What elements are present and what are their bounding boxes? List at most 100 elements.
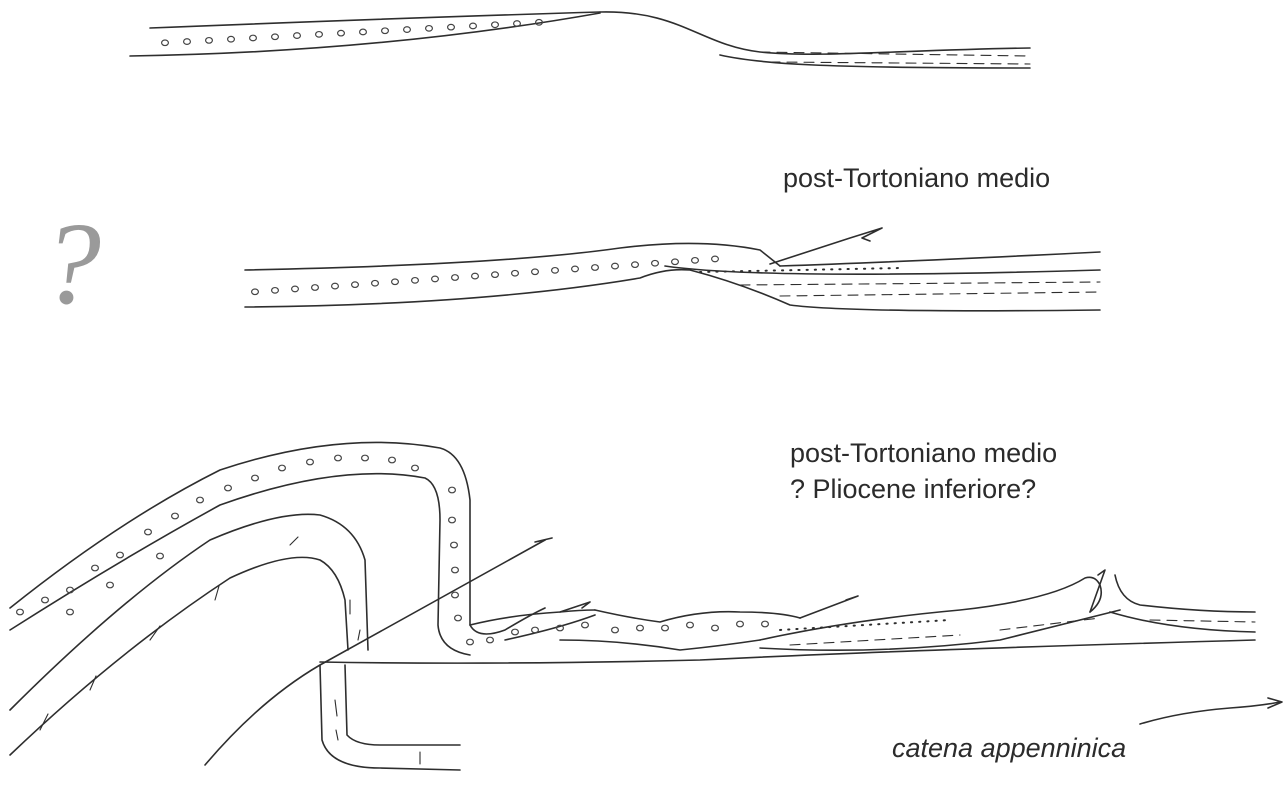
stage-3-label-line-1: post-Tortoniano medio: [790, 438, 1057, 469]
pebble: [252, 475, 259, 481]
pebble: [292, 286, 299, 292]
section-2: [245, 228, 1100, 311]
pebble: [672, 259, 679, 265]
pebble: [612, 263, 619, 269]
pebble: [157, 553, 164, 559]
direction-label: catena appenninica: [892, 733, 1126, 764]
pebble: [362, 455, 369, 461]
section-3-conglomerate-outer: [10, 442, 545, 634]
section-3-sheet-1-top: [470, 610, 595, 625]
pebble: [449, 487, 456, 493]
pebble: [206, 38, 213, 44]
section-3-sheet-2-base: [560, 640, 760, 650]
pebble: [514, 21, 521, 27]
pebble: [737, 621, 744, 627]
pebble: [335, 455, 342, 461]
pebble: [294, 33, 301, 39]
pebble: [662, 625, 669, 631]
pebble: [572, 266, 579, 272]
section-2-contact: [665, 266, 1100, 274]
pebble: [637, 625, 644, 631]
pebble: [652, 260, 659, 266]
pebble: [687, 622, 694, 628]
section-3-limestone-lower-inner: [345, 665, 460, 745]
pebble: [532, 627, 539, 633]
direction-arrow: [1140, 702, 1280, 724]
pebble: [582, 622, 589, 628]
stage-3-label-line-2: ? Pliocene inferiore?: [790, 474, 1036, 505]
pebble: [162, 40, 169, 46]
pebble: [712, 256, 719, 262]
pebble: [184, 39, 191, 45]
pebble: [448, 24, 455, 30]
pebble: [692, 258, 699, 264]
pebble: [455, 615, 462, 621]
pebble: [512, 629, 519, 635]
pebble: [412, 278, 419, 284]
pebble: [352, 282, 359, 288]
pebble: [492, 22, 499, 28]
pebble: [470, 23, 477, 29]
pebble: [225, 485, 232, 491]
pebble: [452, 275, 459, 281]
section-3-thrust-arrow-2: [800, 596, 858, 618]
pebble: [272, 34, 279, 40]
pebble: [452, 592, 459, 598]
pebble: [332, 283, 339, 289]
pebble: [592, 265, 599, 271]
section-3-sheet-3-base: [760, 610, 1120, 650]
section-2-clay-fill-2: [780, 292, 1100, 296]
pebble: [372, 280, 379, 286]
pebble: [228, 36, 235, 42]
question-mark: ?: [42, 205, 101, 323]
pebble: [272, 288, 279, 294]
pebble: [67, 609, 74, 615]
pebble: [338, 30, 345, 36]
pebble: [426, 26, 433, 32]
pebble: [172, 513, 179, 519]
pebble: [467, 639, 474, 645]
section-3-main-thrust: [205, 540, 545, 765]
pebble: [389, 457, 396, 463]
section-1: [130, 12, 1030, 68]
section-3-sheet-3-top: [760, 577, 1101, 640]
pebble: [532, 269, 539, 275]
section-1-clay-base: [720, 55, 1030, 68]
pebble: [472, 273, 479, 279]
section-3-clay-fill-1: [790, 635, 960, 645]
pebble: [552, 268, 559, 274]
section-3-basal-detachment: [320, 640, 1255, 663]
pebble: [307, 459, 314, 465]
pebble: [762, 621, 769, 627]
pebble: [449, 517, 456, 523]
pebble: [316, 32, 323, 38]
section-1-clay-fill-2: [770, 62, 1030, 64]
section-3-sheet-2-top: [595, 610, 800, 622]
pebble: [451, 542, 458, 548]
pebble: [107, 582, 114, 588]
pebble: [92, 565, 99, 571]
pebble: [250, 35, 257, 41]
pebble: [432, 276, 439, 282]
stage-2-label: post-Tortoniano medio: [783, 163, 1050, 194]
pebble: [492, 272, 499, 278]
section-3-limestone-outer: [10, 514, 368, 710]
section-2-conglomerate-top: [245, 243, 780, 270]
pebble: [392, 279, 399, 285]
section-1-flexure: [600, 12, 1030, 54]
section-3-limestone-inner: [10, 557, 348, 755]
section-2-clay-fill-1: [740, 282, 1100, 285]
pebble: [632, 262, 639, 268]
section-1-pebbles: [162, 20, 543, 46]
section-3-sheet-1-base: [505, 615, 595, 640]
pebble: [712, 625, 719, 631]
pebble: [412, 465, 419, 471]
section-2-conglomerate-base: [245, 270, 1100, 311]
pebble: [360, 29, 367, 35]
pebble: [404, 27, 411, 33]
pebble: [17, 609, 24, 615]
section-1-conglomerate-top: [150, 12, 600, 28]
pebble: [382, 28, 389, 34]
section-3-limestone-lower-outer: [320, 665, 460, 770]
